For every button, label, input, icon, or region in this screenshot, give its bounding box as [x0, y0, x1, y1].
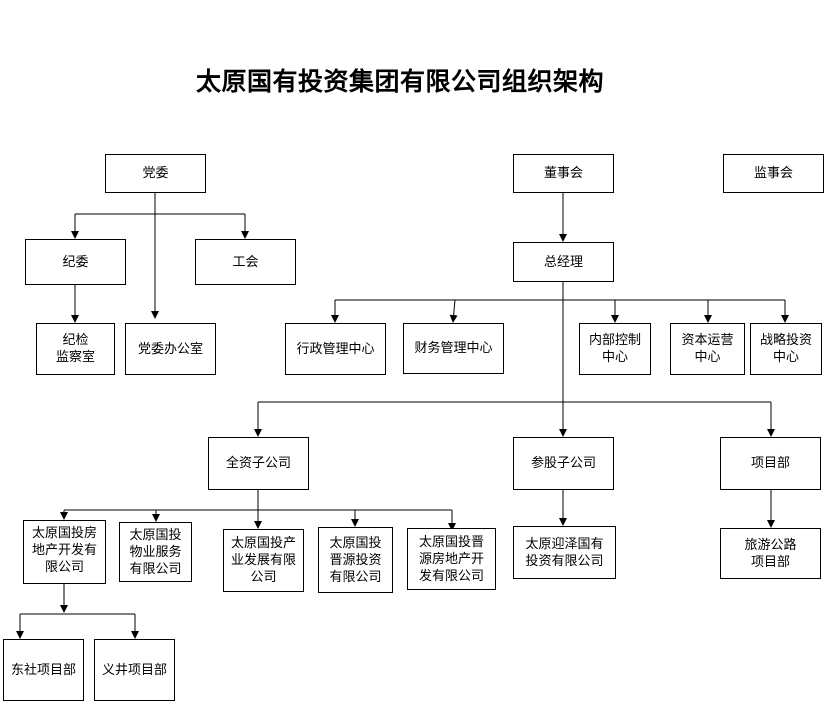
node-project-dept: 项目部: [720, 437, 821, 490]
node-general-manager: 总经理: [513, 242, 614, 282]
node-tourism-road-dept: 旅游公路 项目部: [720, 528, 821, 579]
node-strategic-invest-center: 战略投资 中心: [750, 323, 822, 375]
node-jinyuan-invest-company: 太原国投 晋源投资 有限公司: [318, 527, 393, 593]
node-capital-ops-center: 资本运营 中心: [670, 323, 745, 375]
chart-title: 太原国有投资集团有限公司组织架构: [195, 67, 604, 96]
node-equity-subsidiaries: 参股子公司: [513, 437, 614, 490]
node-yingze-invest-company: 太原迎泽国有 投资有限公司: [513, 526, 616, 579]
node-admin-center: 行政管理中心: [285, 323, 386, 375]
node-discipline-committee: 纪委: [25, 239, 126, 285]
node-real-estate-company: 太原国投房 地产开发有 限公司: [23, 520, 106, 584]
node-industry-dev-company: 太原国投产 业发展有限 公司: [223, 529, 304, 592]
node-finance-center: 财务管理中心: [403, 323, 504, 374]
node-supervisory-board: 监事会: [723, 154, 824, 193]
node-yijing-project: 义井项目部: [94, 639, 175, 701]
node-property-service-company: 太原国投 物业服务 有限公司: [119, 522, 192, 582]
node-discipline-office: 纪检 监察室: [36, 323, 115, 375]
node-wholly-owned-subsidiaries: 全资子公司: [208, 437, 309, 490]
node-party-committee: 党委: [105, 154, 206, 193]
node-board-of-directors: 董事会: [513, 154, 614, 193]
node-dongshe-project: 东社项目部: [3, 639, 84, 701]
node-party-office: 党委办公室: [125, 323, 216, 375]
node-internal-control-center: 内部控制 中心: [579, 323, 651, 375]
node-jinyuan-real-estate-company: 太原国投晋 源房地产开 发有限公司: [407, 528, 496, 590]
node-labor-union: 工会: [195, 239, 296, 285]
arrow-to-finance: [449, 299, 458, 323]
